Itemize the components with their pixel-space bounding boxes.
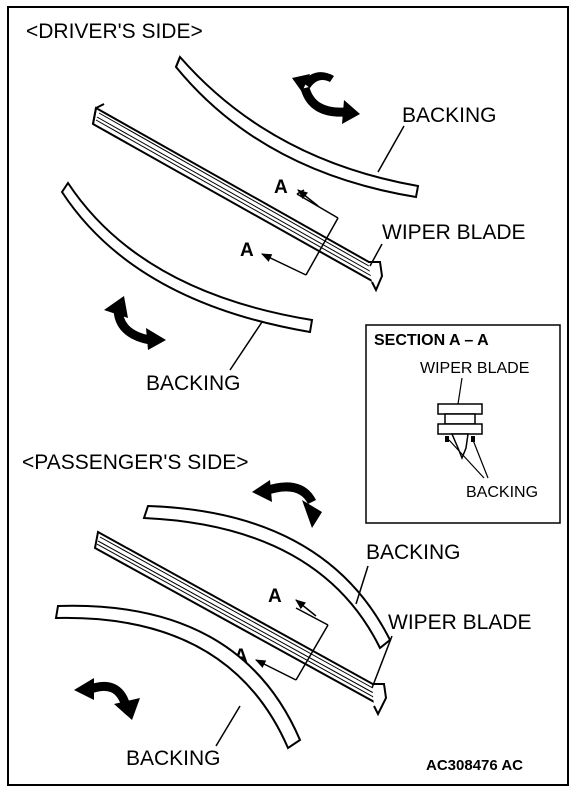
section-wiper-blade-label: WIPER BLADE <box>420 360 529 377</box>
section-backing-label: BACKING <box>466 484 538 501</box>
driver-backing-bottom-leader <box>229 321 263 371</box>
section-blade-cross-section <box>437 403 483 461</box>
driver-backing-bottom-strip <box>60 181 314 334</box>
driver-section-marker-2: A <box>240 240 254 261</box>
passenger-backing-top-label: BACKING <box>366 541 461 564</box>
passenger-wiper-blade-leader <box>371 635 393 689</box>
outer-frame <box>7 6 569 786</box>
driver-rotate-arrow-bottom-icon <box>104 296 166 350</box>
figure-code: AC308476 AC <box>426 757 523 774</box>
passenger-backing-top-leader <box>355 565 369 605</box>
driver-backing-bottom-label: BACKING <box>146 372 241 395</box>
driver-wiper-blade-label: WIPER BLADE <box>382 221 526 244</box>
driver-backing-top-strip <box>174 55 420 199</box>
driver-wiper-blade-leader <box>369 243 383 267</box>
driver-section-marker-1: A <box>274 177 288 198</box>
section-backing-leader-2 <box>472 439 489 479</box>
section-title: SECTION A – A <box>374 332 489 349</box>
driver-backing-top-label: BACKING <box>402 104 497 127</box>
driver-section-cut-lines <box>261 189 339 276</box>
passenger-wiper-blade-label: WIPER BLADE <box>388 611 532 634</box>
passenger-backing-top-strip <box>142 504 392 650</box>
passenger-rotate-arrow-bottom-icon <box>74 678 140 720</box>
section-wiper-leader <box>457 377 463 405</box>
passenger-rotate-arrow-top-icon <box>252 480 322 528</box>
driver-rotate-arrow-top-icon <box>292 72 360 124</box>
passenger-backing-bottom-leader <box>215 705 241 747</box>
driver-side-heading: <DRIVER'S SIDE> <box>26 20 203 43</box>
passenger-wiper-blade <box>93 530 388 717</box>
passenger-section-cut-lines <box>255 599 329 681</box>
section-backing-leader-1 <box>448 439 485 479</box>
passenger-backing-bottom-label: BACKING <box>126 747 221 770</box>
driver-backing-top-leader <box>377 125 405 173</box>
passenger-side-heading: <PASSENGER'S SIDE> <box>22 451 249 474</box>
driver-wiper-blade <box>91 103 384 293</box>
passenger-backing-bottom-strip <box>54 604 302 750</box>
passenger-section-marker-1: A <box>268 586 282 607</box>
